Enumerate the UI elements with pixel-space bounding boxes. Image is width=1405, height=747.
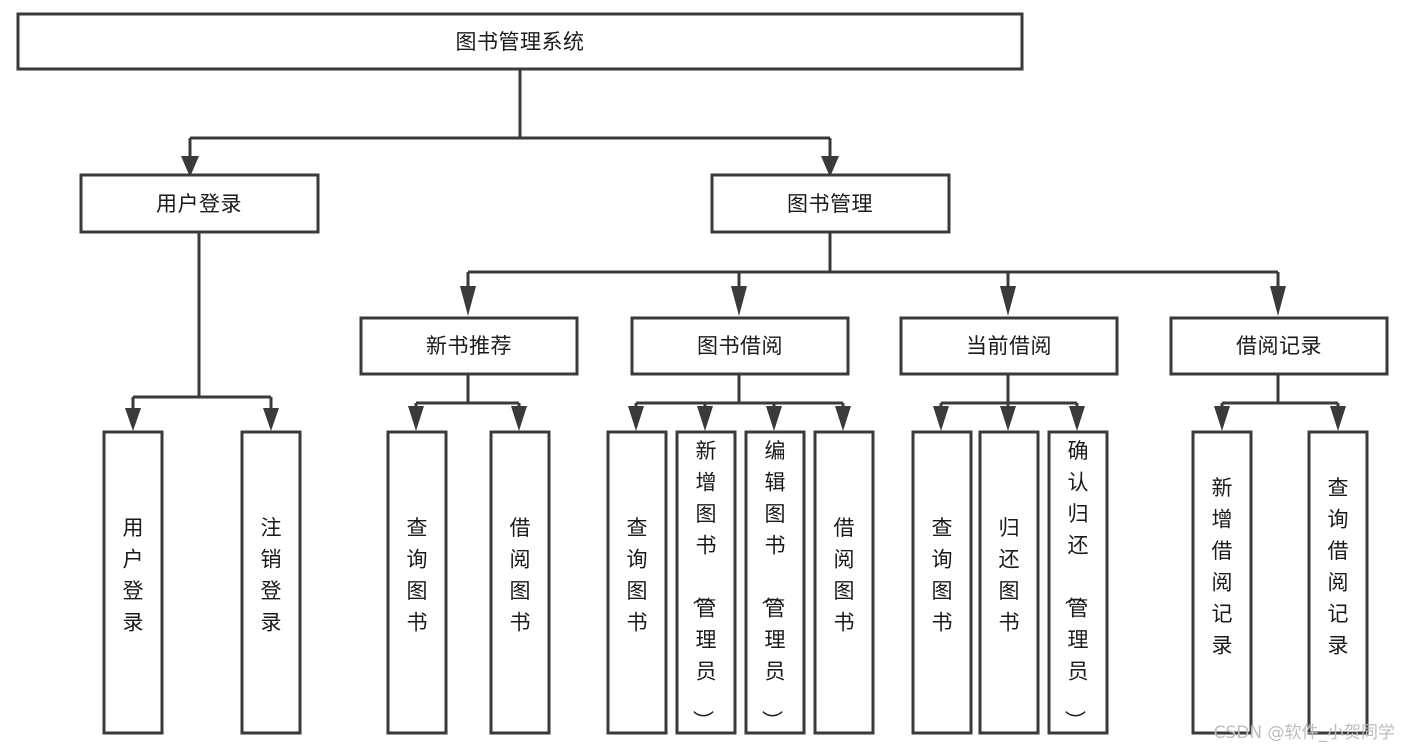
node-leaf-return-book-label: 归还图书 [999,516,1020,635]
node-leaf-query-book-3-label: 查询图书 [932,516,953,635]
node-leaf-confirm-return-box[interactable] [1047,430,1109,735]
node-current-borrow-box[interactable] [899,316,1119,376]
arrow-head-leaf-query-book-1 [408,406,424,431]
node-book-borrow[interactable]: 图书借阅 [630,316,850,376]
node-leaf-return-book[interactable]: 归还图书 [978,430,1040,735]
node-leaf-query-book-2-label: 查询图书 [627,516,648,635]
arrow-head-leaf-query-book-3 [933,406,949,431]
node-leaf-user-login[interactable]: 用户登录 [102,430,164,735]
arrow-head-book-manage [821,156,839,177]
arrow-head-leaf-borrow-book-2 [835,406,851,431]
arrow-head-leaf-edit-book [766,406,782,431]
node-leaf-edit-book-label: 编辑图书（管理员） [760,439,786,731]
node-borrow-record-label: 借阅记录 [1236,334,1322,358]
node-leaf-borrow-book-2-box[interactable] [813,430,875,735]
arrow-head-leaf-add-book [697,406,713,431]
node-leaf-query-book-3-box[interactable] [911,430,973,735]
node-book-borrow-label: 图书借阅 [697,334,783,358]
node-root-box[interactable] [16,12,1024,71]
node-leaf-return-book-box[interactable] [978,430,1040,735]
node-leaf-add-record-box[interactable] [1191,430,1253,735]
arrow-head-current-borrow [1000,286,1016,316]
connector-layer [125,69,1346,431]
node-leaf-add-book[interactable]: 新增图书（管理员） [675,430,737,735]
arrow-head-leaf-query-book-2 [628,406,644,431]
node-book-manage[interactable]: 图书管理 [710,173,951,234]
node-user-login[interactable]: 用户登录 [79,173,320,234]
node-leaf-user-logout-label: 注销登录 [261,516,282,635]
arrow-head-leaf-borrow-book-1 [511,406,527,431]
node-leaf-edit-book[interactable]: 编辑图书（管理员） [744,430,806,735]
node-leaf-borrow-book-1-label: 借阅图书 [510,516,531,635]
arrow-head-borrow-record [1270,286,1286,316]
node-leaf-user-login-box[interactable] [102,430,164,735]
arrow-head-new-book-recommend [460,286,476,316]
node-leaf-edit-book-box[interactable] [744,430,806,735]
arrow-head-leaf-query-record [1330,406,1346,431]
node-leaf-confirm-return-label: 确认归还（管理员） [1063,439,1089,731]
node-leaf-query-book-2-box[interactable] [606,430,668,735]
node-leaf-query-book-1-box[interactable] [386,430,448,735]
node-new-book-recommend-label: 新书推荐 [426,334,512,358]
node-leaf-borrow-book-1[interactable]: 借阅图书 [489,430,551,735]
node-leaf-add-record[interactable]: 新增借阅记录 [1191,430,1253,735]
node-leaf-user-logout[interactable]: 注销登录 [240,430,302,735]
arrow-head-leaf-add-record [1214,406,1230,431]
arrow-head-book-borrow [731,286,747,316]
node-borrow-record[interactable]: 借阅记录 [1169,316,1389,376]
node-new-book-recommend-box[interactable] [359,316,579,376]
csdn-watermark: CSDN @软件_小贺同学 [1213,723,1395,743]
node-leaf-query-book-2[interactable]: 查询图书 [606,430,668,735]
node-leaf-query-record[interactable]: 查询借阅记录 [1307,430,1369,735]
node-leaf-user-logout-box[interactable] [240,430,302,735]
node-current-borrow[interactable]: 当前借阅 [899,316,1119,376]
node-leaf-query-book-1[interactable]: 查询图书 [386,430,448,735]
node-root[interactable]: 图书管理系统 [16,12,1024,71]
node-leaf-borrow-book-1-box[interactable] [489,430,551,735]
node-leaf-add-book-box[interactable] [675,430,737,735]
node-leaf-add-book-label: 新增图书（管理员） [691,439,717,731]
node-new-book-recommend[interactable]: 新书推荐 [359,316,579,376]
arrow-head-leaf-confirm-return [1069,406,1085,431]
node-book-borrow-box[interactable] [630,316,850,376]
node-book-manage-label: 图书管理 [787,192,873,216]
node-user-login-label: 用户登录 [156,192,242,216]
node-leaf-query-record-label: 查询借阅记录 [1328,476,1349,658]
node-leaf-query-book-3[interactable]: 查询图书 [911,430,973,735]
node-borrow-record-box[interactable] [1169,316,1389,376]
arrow-head-leaf-return-book [1000,406,1016,431]
node-leaf-confirm-return[interactable]: 确认归还（管理员） [1047,430,1109,735]
node-leaf-borrow-book-2[interactable]: 借阅图书 [813,430,875,735]
arrow-head-leaf-user-login [125,408,141,431]
node-leaf-add-record-label: 新增借阅记录 [1212,476,1233,658]
node-leaf-user-login-label: 用户登录 [123,516,144,635]
arrow-head-leaf-user-logout [263,408,279,431]
node-leaf-borrow-book-2-label: 借阅图书 [834,516,855,635]
node-leaf-query-record-box[interactable] [1307,430,1369,735]
node-root-label: 图书管理系统 [456,30,585,54]
node-user-login-box[interactable] [79,173,320,234]
arrow-head-user-login [181,156,199,177]
node-current-borrow-label: 当前借阅 [966,334,1052,358]
node-book-manage-box[interactable] [710,173,951,234]
node-leaf-query-book-1-label: 查询图书 [407,516,428,635]
